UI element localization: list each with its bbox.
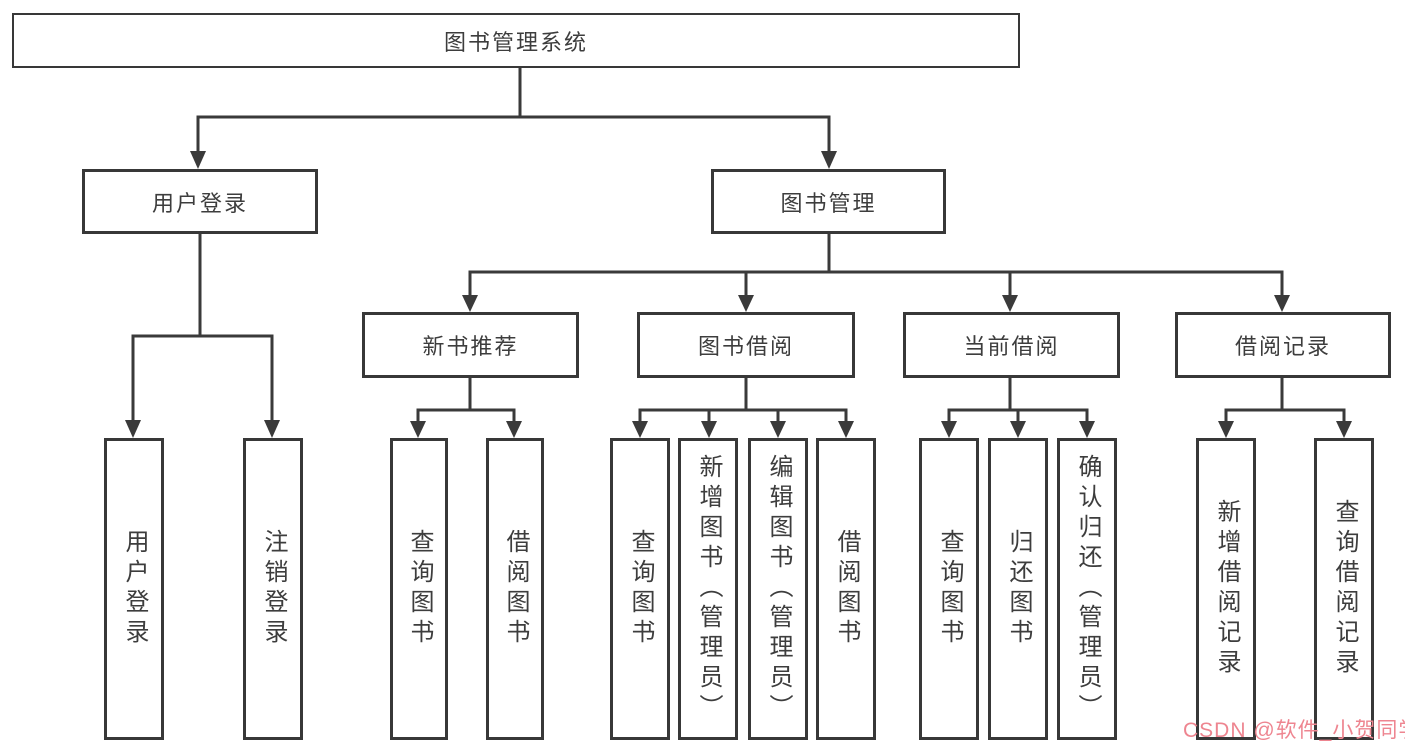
leaf-current-query-books-label: 查询图书: [936, 529, 963, 649]
leaf-recommend-query-books: 查询图书: [390, 438, 448, 740]
connector-strokes: [131, 68, 1346, 423]
leaf-user-login-label: 用户登录: [121, 529, 148, 649]
leaf-user-login: 用户登录: [104, 438, 164, 740]
node-book-borrow: 图书借阅: [637, 312, 855, 378]
leaf-recommend-query-books-label: 查询图书: [406, 529, 433, 649]
leaf-current-return-books: 归还图书: [988, 438, 1048, 740]
csdn-watermark: CSDN @软件_小贺同学: [1183, 719, 1405, 742]
leaf-borrow-borrow-books-label: 借阅图书: [833, 529, 860, 649]
leaf-current-return-books-label: 归还图书: [1005, 529, 1032, 649]
node-borrow-records: 借阅记录: [1175, 312, 1391, 378]
node-new-book-recommend: 新书推荐: [362, 312, 579, 378]
leaf-logout-label: 注销登录: [260, 529, 287, 649]
node-book-management-label: 图书管理: [780, 190, 877, 216]
leaf-borrow-add-books-admin: 新增图书（管理员）: [678, 438, 738, 740]
leaf-borrow-query-books-label: 查询图书: [627, 529, 654, 649]
node-borrow-records-label: 借阅记录: [1234, 334, 1331, 359]
leaf-current-query-books: 查询图书: [919, 438, 979, 740]
leaf-borrow-edit-books-admin-label: 编辑图书（管理员）: [765, 454, 792, 724]
node-root: 图书管理系统: [12, 13, 1020, 68]
leaf-records-query-record: 查询借阅记录: [1314, 438, 1374, 740]
leaf-recommend-borrow-books-label: 借阅图书: [502, 529, 529, 649]
leaf-recommend-borrow-books: 借阅图书: [486, 438, 544, 740]
node-root-label: 图书管理系统: [443, 29, 588, 55]
arrowheads: [125, 151, 1352, 438]
leaf-borrow-edit-books-admin: 编辑图书（管理员）: [748, 438, 808, 740]
node-user-login: 用户登录: [82, 169, 318, 234]
leaf-borrow-borrow-books: 借阅图书: [816, 438, 876, 740]
leaf-current-confirm-return-admin: 确认归还（管理员）: [1057, 438, 1117, 740]
leaf-records-add-record: 新增借阅记录: [1196, 438, 1256, 740]
node-new-book-recommend-label: 新书推荐: [422, 334, 519, 359]
node-current-borrow: 当前借阅: [903, 312, 1120, 378]
node-current-borrow-label: 当前借阅: [963, 334, 1060, 359]
node-book-borrow-label: 图书借阅: [697, 334, 794, 359]
leaf-records-add-record-label: 新增借阅记录: [1213, 499, 1240, 679]
leaf-logout: 注销登录: [243, 438, 303, 740]
leaf-current-confirm-return-admin-label: 确认归还（管理员）: [1074, 454, 1101, 724]
leaf-records-query-record-label: 查询借阅记录: [1331, 499, 1358, 679]
leaf-borrow-query-books: 查询图书: [610, 438, 670, 740]
node-book-management: 图书管理: [711, 169, 946, 234]
leaf-borrow-add-books-admin-label: 新增图书（管理员）: [695, 454, 722, 724]
node-user-login-label: 用户登录: [151, 190, 248, 216]
